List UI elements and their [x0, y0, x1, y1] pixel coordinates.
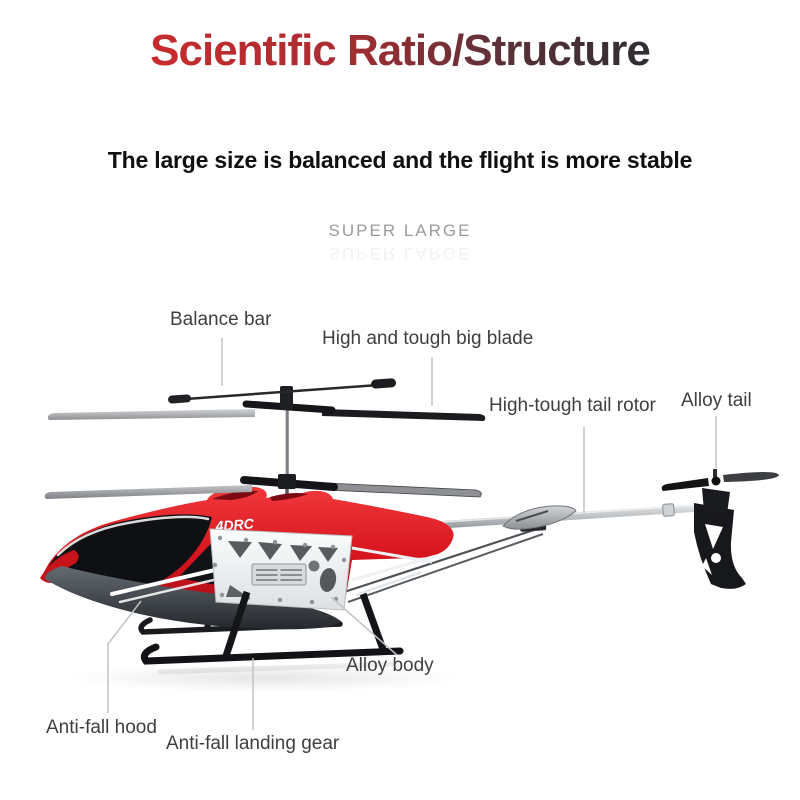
lower-blade-right: [325, 482, 482, 498]
anti-fall-hood-part: [45, 566, 342, 630]
main-rotor: [44, 378, 486, 499]
callout-anti-fall-hood: [107, 600, 142, 713]
ground-reflection: [65, 661, 465, 692]
label-big-blade: High and tough big blade: [322, 328, 534, 349]
callout-lines: [107, 338, 717, 730]
subtitle: The large size is balanced and the fligh…: [107, 147, 693, 173]
tail-rotor: [661, 469, 779, 514]
alloy-frame: [209, 528, 437, 611]
tagline: SUPER LARGE: [328, 221, 472, 240]
landing-gear-near: [140, 590, 404, 665]
top-blade-right: [322, 409, 486, 421]
label-alloy-body: Alloy body: [346, 655, 434, 676]
label-tail-rotor: High-tough tail rotor: [489, 395, 656, 416]
label-anti-fall-hood: Anti-fall hood: [46, 717, 157, 738]
boom-fin: [502, 505, 577, 532]
lower-blade-left: [44, 485, 252, 499]
label-balance-bar: Balance bar: [170, 309, 272, 330]
balance-bar-part: [168, 378, 397, 404]
top-blade-left: [47, 409, 256, 420]
label-alloy-tail: Alloy tail: [681, 390, 752, 411]
tail-fin: [694, 503, 746, 589]
page-title: Scientific Ratio/Structure: [0, 26, 800, 76]
callout-alloy-body: [330, 596, 398, 656]
label-landing-gear: Anti-fall landing gear: [166, 733, 340, 754]
